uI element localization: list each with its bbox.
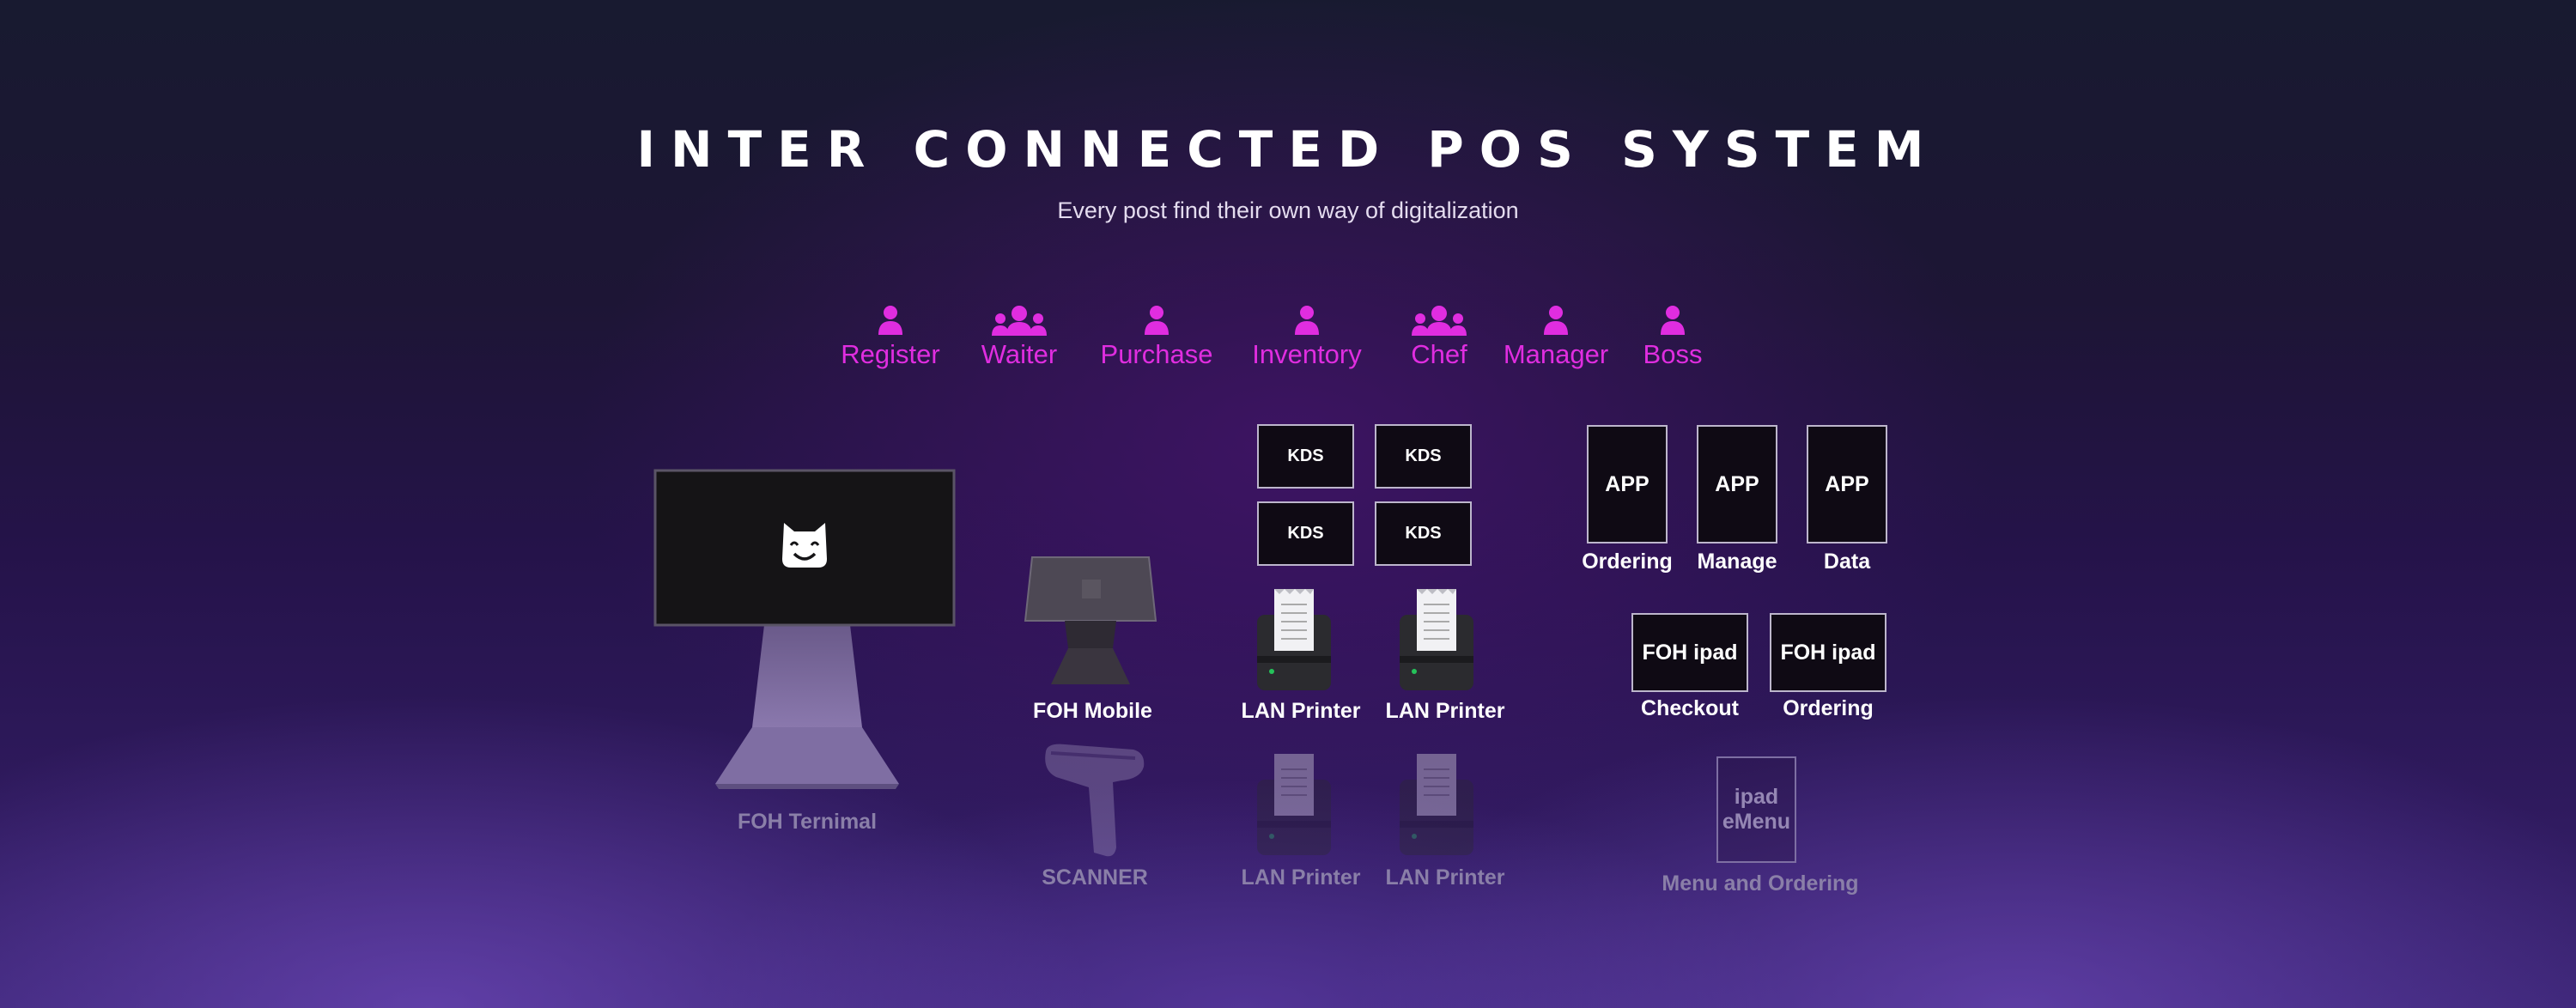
person-icon (1630, 305, 1716, 336)
barcode-scanner-icon (1045, 744, 1145, 857)
role-chef: Chef (1396, 305, 1482, 370)
person-icon (839, 305, 942, 336)
app-manage-label: Manage (1697, 550, 1777, 574)
receipt-printer-icon (1400, 754, 1473, 855)
lan-printer-label: LAN Printer (1385, 865, 1505, 890)
role-boss: Boss (1630, 305, 1716, 370)
role-label: Purchase (1100, 339, 1213, 369)
foh-mobile (1022, 554, 1159, 695)
app-data-box: APP (1807, 425, 1887, 543)
app-ordering-box: APP (1587, 425, 1668, 543)
terminal-graphic (653, 469, 956, 789)
group-icon (1396, 305, 1482, 336)
app-manage-box: APP (1697, 425, 1777, 543)
foh-ipad-checkout-box: FOH ipad (1631, 613, 1748, 692)
lan-printer (1400, 589, 1473, 695)
kds-screen: KDS (1257, 424, 1354, 489)
lan-printer-label: LAN Printer (1241, 699, 1361, 723)
scanner-label: SCANNER (1042, 865, 1148, 890)
ipad-emenu-line2: eMenu (1722, 810, 1791, 834)
kds-screen: KDS (1375, 501, 1472, 566)
receipt-printer-icon (1257, 589, 1331, 690)
receipt-printer-icon (1257, 754, 1331, 855)
person-icon (1242, 305, 1371, 336)
foh-terminal (653, 468, 962, 799)
role-label: Inventory (1252, 339, 1362, 369)
role-waiter: Waiter (968, 305, 1071, 370)
kds-screen: KDS (1375, 424, 1472, 489)
role-label: Waiter (981, 339, 1058, 369)
role-manager: Manager (1496, 305, 1616, 370)
role-purchase: Purchase (1097, 305, 1217, 370)
group-icon (968, 305, 1071, 336)
lan-printer (1257, 754, 1331, 859)
role-label: Boss (1643, 339, 1703, 369)
role-register: Register (839, 305, 942, 370)
kds-screen: KDS (1257, 501, 1354, 566)
page-title: INTER CONNECTED POS SYSTEM (636, 120, 1940, 179)
person-icon (1097, 305, 1217, 336)
ipad-emenu-line1: ipad (1734, 785, 1779, 809)
foh-ipad-ordering-box: FOH ipad (1770, 613, 1886, 692)
scanner (1039, 743, 1151, 867)
lan-printer-label: LAN Printer (1241, 865, 1361, 890)
foh-terminal-label: FOH Ternimal (737, 810, 878, 834)
pos-tablet-graphic (1024, 556, 1157, 684)
foh-mobile-label: FOH Mobile (1033, 699, 1152, 723)
ipad-emenu-box: ipad eMenu (1716, 756, 1796, 863)
lan-printer (1257, 589, 1331, 695)
foh-ipad-ordering-label: Ordering (1783, 696, 1874, 720)
foh-ipad-checkout-label: Checkout (1641, 696, 1739, 720)
role-label: Chef (1411, 339, 1467, 369)
emenu-label: Menu and Ordering (1662, 871, 1859, 896)
app-data-label: Data (1823, 550, 1871, 574)
role-label: Manager (1503, 339, 1609, 369)
app-ordering-label: Ordering (1582, 550, 1673, 574)
page-subtitle: Every post find their own way of digital… (1057, 197, 1519, 223)
person-icon (1496, 305, 1616, 336)
lan-printer-label: LAN Printer (1385, 699, 1505, 723)
role-inventory: Inventory (1242, 305, 1371, 370)
role-label: Register (841, 339, 940, 369)
lan-printer (1400, 754, 1473, 859)
receipt-printer-icon (1400, 589, 1473, 690)
cat-logo-icon (782, 523, 827, 568)
